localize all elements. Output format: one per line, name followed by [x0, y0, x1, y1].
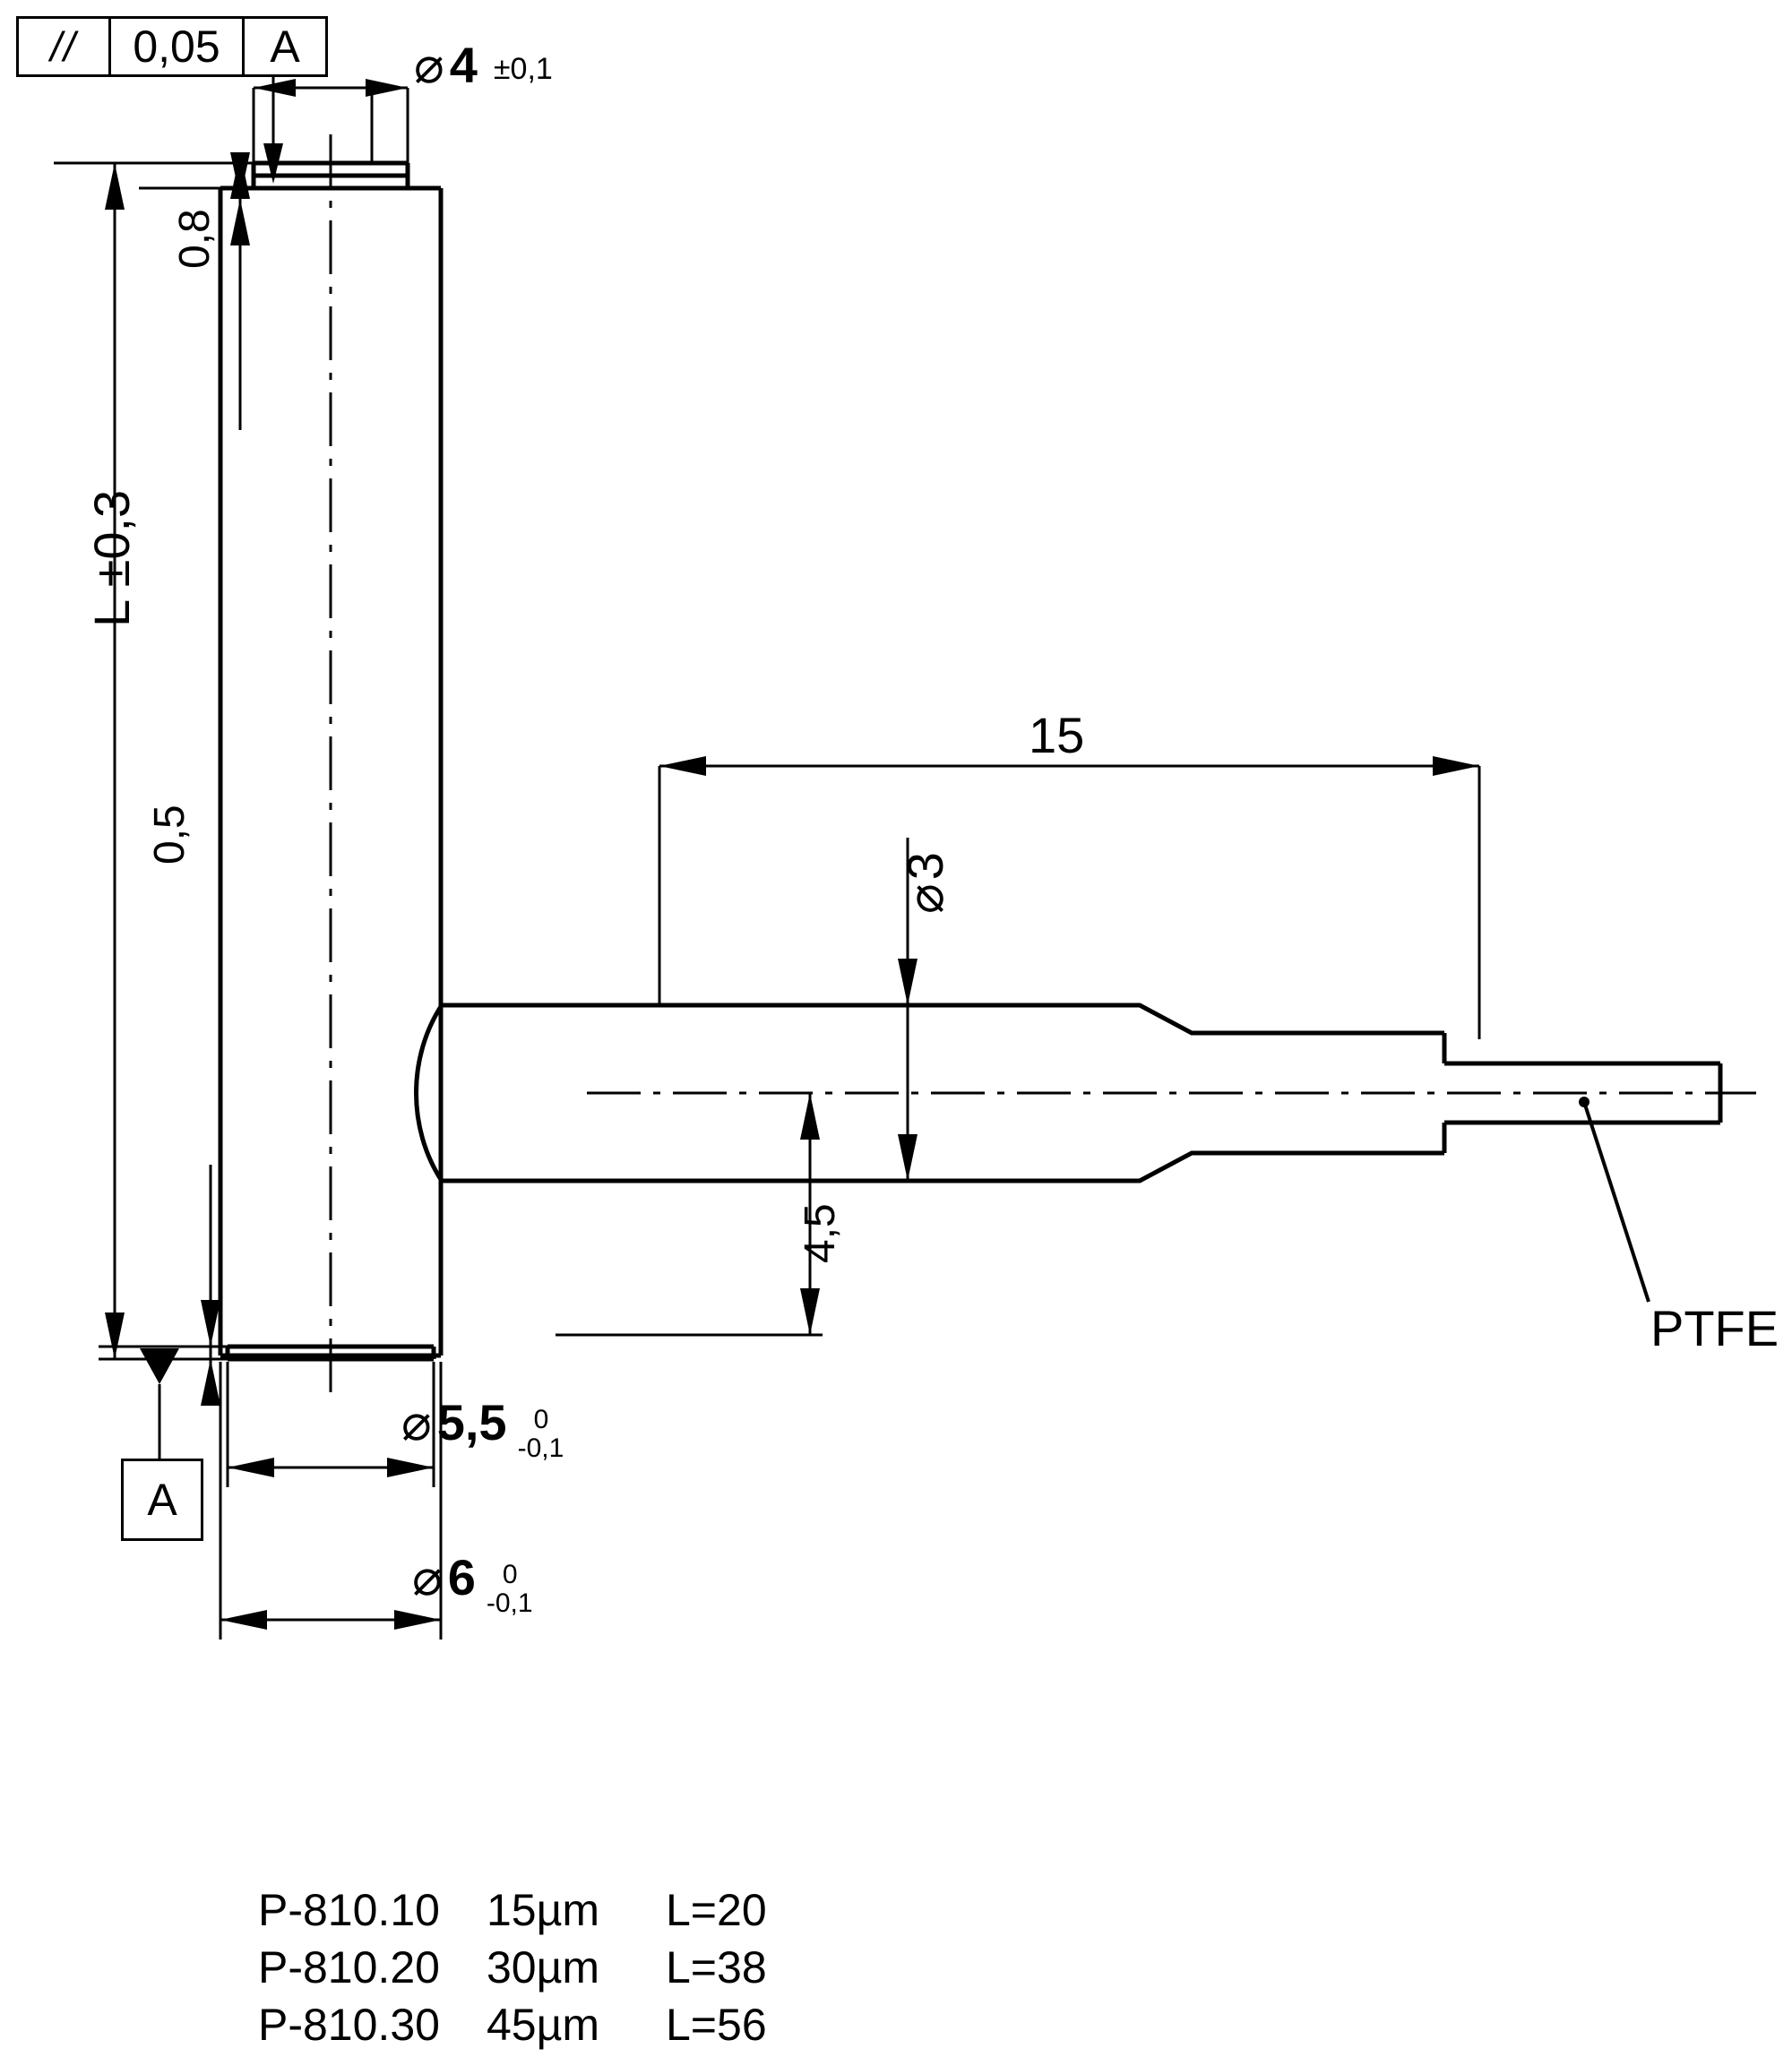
dim-d55-arrow-left	[228, 1458, 274, 1477]
dim-L-arrow-bottom	[105, 1313, 125, 1359]
part-travel: 45µm	[487, 2000, 600, 2050]
part-number: P-810.30	[258, 2000, 440, 2050]
dim-value-outer-diameter: 6	[447, 1549, 476, 1605]
datum-feature-label: A	[147, 1475, 177, 1525]
part-length: L=38	[666, 1942, 767, 1992]
dim-d55-arrow-right	[387, 1458, 434, 1477]
ptfe-leader	[1582, 1101, 1650, 1303]
dim-tol-lower-inner: -0,1	[517, 1433, 564, 1463]
centerlines	[329, 134, 1756, 1398]
diameter-symbol-outer: ⌀	[412, 1549, 443, 1605]
dim-05-arrow-bottom	[201, 1359, 220, 1406]
dim-connector-offset	[556, 1093, 823, 1337]
dim-d6-arrow-right	[394, 1610, 441, 1630]
parallelism-symbol: //	[50, 23, 77, 70]
dim-tol-upper-inner: 0	[533, 1405, 549, 1435]
dim-label-top-diameter: ⌀4 ±0,1	[414, 36, 553, 95]
dim-label-connector-offset: 4,5	[797, 1203, 844, 1263]
fcf-tolerance-value: 0,05	[108, 19, 242, 74]
dim-label-outer-diameter: ⌀6 0 -0,1	[412, 1548, 533, 1619]
cable-connector-assembly	[414, 1003, 1723, 1183]
table-row: P-810.30 45µm L=56	[258, 1996, 845, 2053]
part-length: L=20	[666, 1885, 767, 1935]
fcf-datum-reference: A	[242, 19, 325, 74]
datum-a-triangle	[140, 1348, 179, 1384]
ptfe-leader-dot	[1579, 1097, 1590, 1107]
dim-45-arrow-top	[800, 1093, 820, 1140]
dim-label-connector-length: 15	[1029, 707, 1085, 763]
dim-d6-arrow-left	[220, 1610, 267, 1630]
table-row: P-810.20 30µm L=38	[258, 1939, 845, 1996]
part-travel: 15µm	[487, 1885, 600, 1935]
dim-08-arrow-bottom	[230, 152, 250, 199]
dim-top-diameter-arrow-right	[366, 79, 408, 97]
dim-label-bottom-cap-height: 0,5	[146, 805, 194, 865]
dim-tol-lower-outer: -0,1	[486, 1588, 533, 1618]
dim-bottom-cap-height	[99, 1165, 228, 1380]
diameter-symbol-inner: ⌀	[401, 1394, 432, 1450]
part-length: L=56	[666, 2000, 767, 2050]
feature-control-frame: // 0,05 A	[16, 16, 328, 77]
dim-label-top-cap-height: 0,8	[171, 209, 219, 269]
dim-value-inner-diameter: 5,5	[436, 1394, 507, 1450]
dim-top-diameter-arrow-left	[254, 79, 296, 97]
dim-label-overall-length: L ±0,3	[83, 489, 140, 627]
part-number: P-810.10	[258, 1885, 440, 1935]
dim-connector-length	[658, 764, 1481, 1039]
dim-value-connector-diameter: 3	[897, 852, 953, 881]
dim-tolerance-top-diameter: ±0,1	[493, 52, 553, 86]
table-row: P-810.10 15µm L=20	[258, 1881, 845, 1939]
part-number: P-810.20	[258, 1942, 440, 1992]
part-travel: 30µm	[487, 1942, 600, 1992]
dim-L-arrow-top	[105, 163, 125, 210]
dim-08-arrow-lower	[230, 199, 250, 245]
dim-05-arrow-top	[201, 1300, 220, 1347]
dim-label-connector-diameter: ⌀3	[896, 852, 955, 914]
annotation-ptfe: PTFE	[1650, 1300, 1779, 1356]
dim-label-inner-diameter: ⌀5,5 0 -0,1	[401, 1393, 564, 1464]
dim-tol-upper-outer: 0	[502, 1560, 518, 1590]
diameter-symbol-top: ⌀	[414, 37, 444, 93]
dim-15-arrow-left	[659, 756, 706, 776]
datum-feature-symbol: A	[121, 1459, 203, 1541]
dim-value-top-diameter: 4	[449, 37, 478, 93]
dim-45-arrow-bottom	[800, 1288, 820, 1335]
dim-d3-arrow-bottom	[898, 1134, 918, 1181]
dim-d3-arrow-top	[898, 959, 918, 1005]
parts-table: P-810.10 15µm L=20 P-810.20 30µm L=38 P-…	[258, 1881, 845, 2053]
diameter-symbol-connector: ⌀	[897, 883, 953, 914]
dim-15-arrow-right	[1433, 756, 1479, 776]
